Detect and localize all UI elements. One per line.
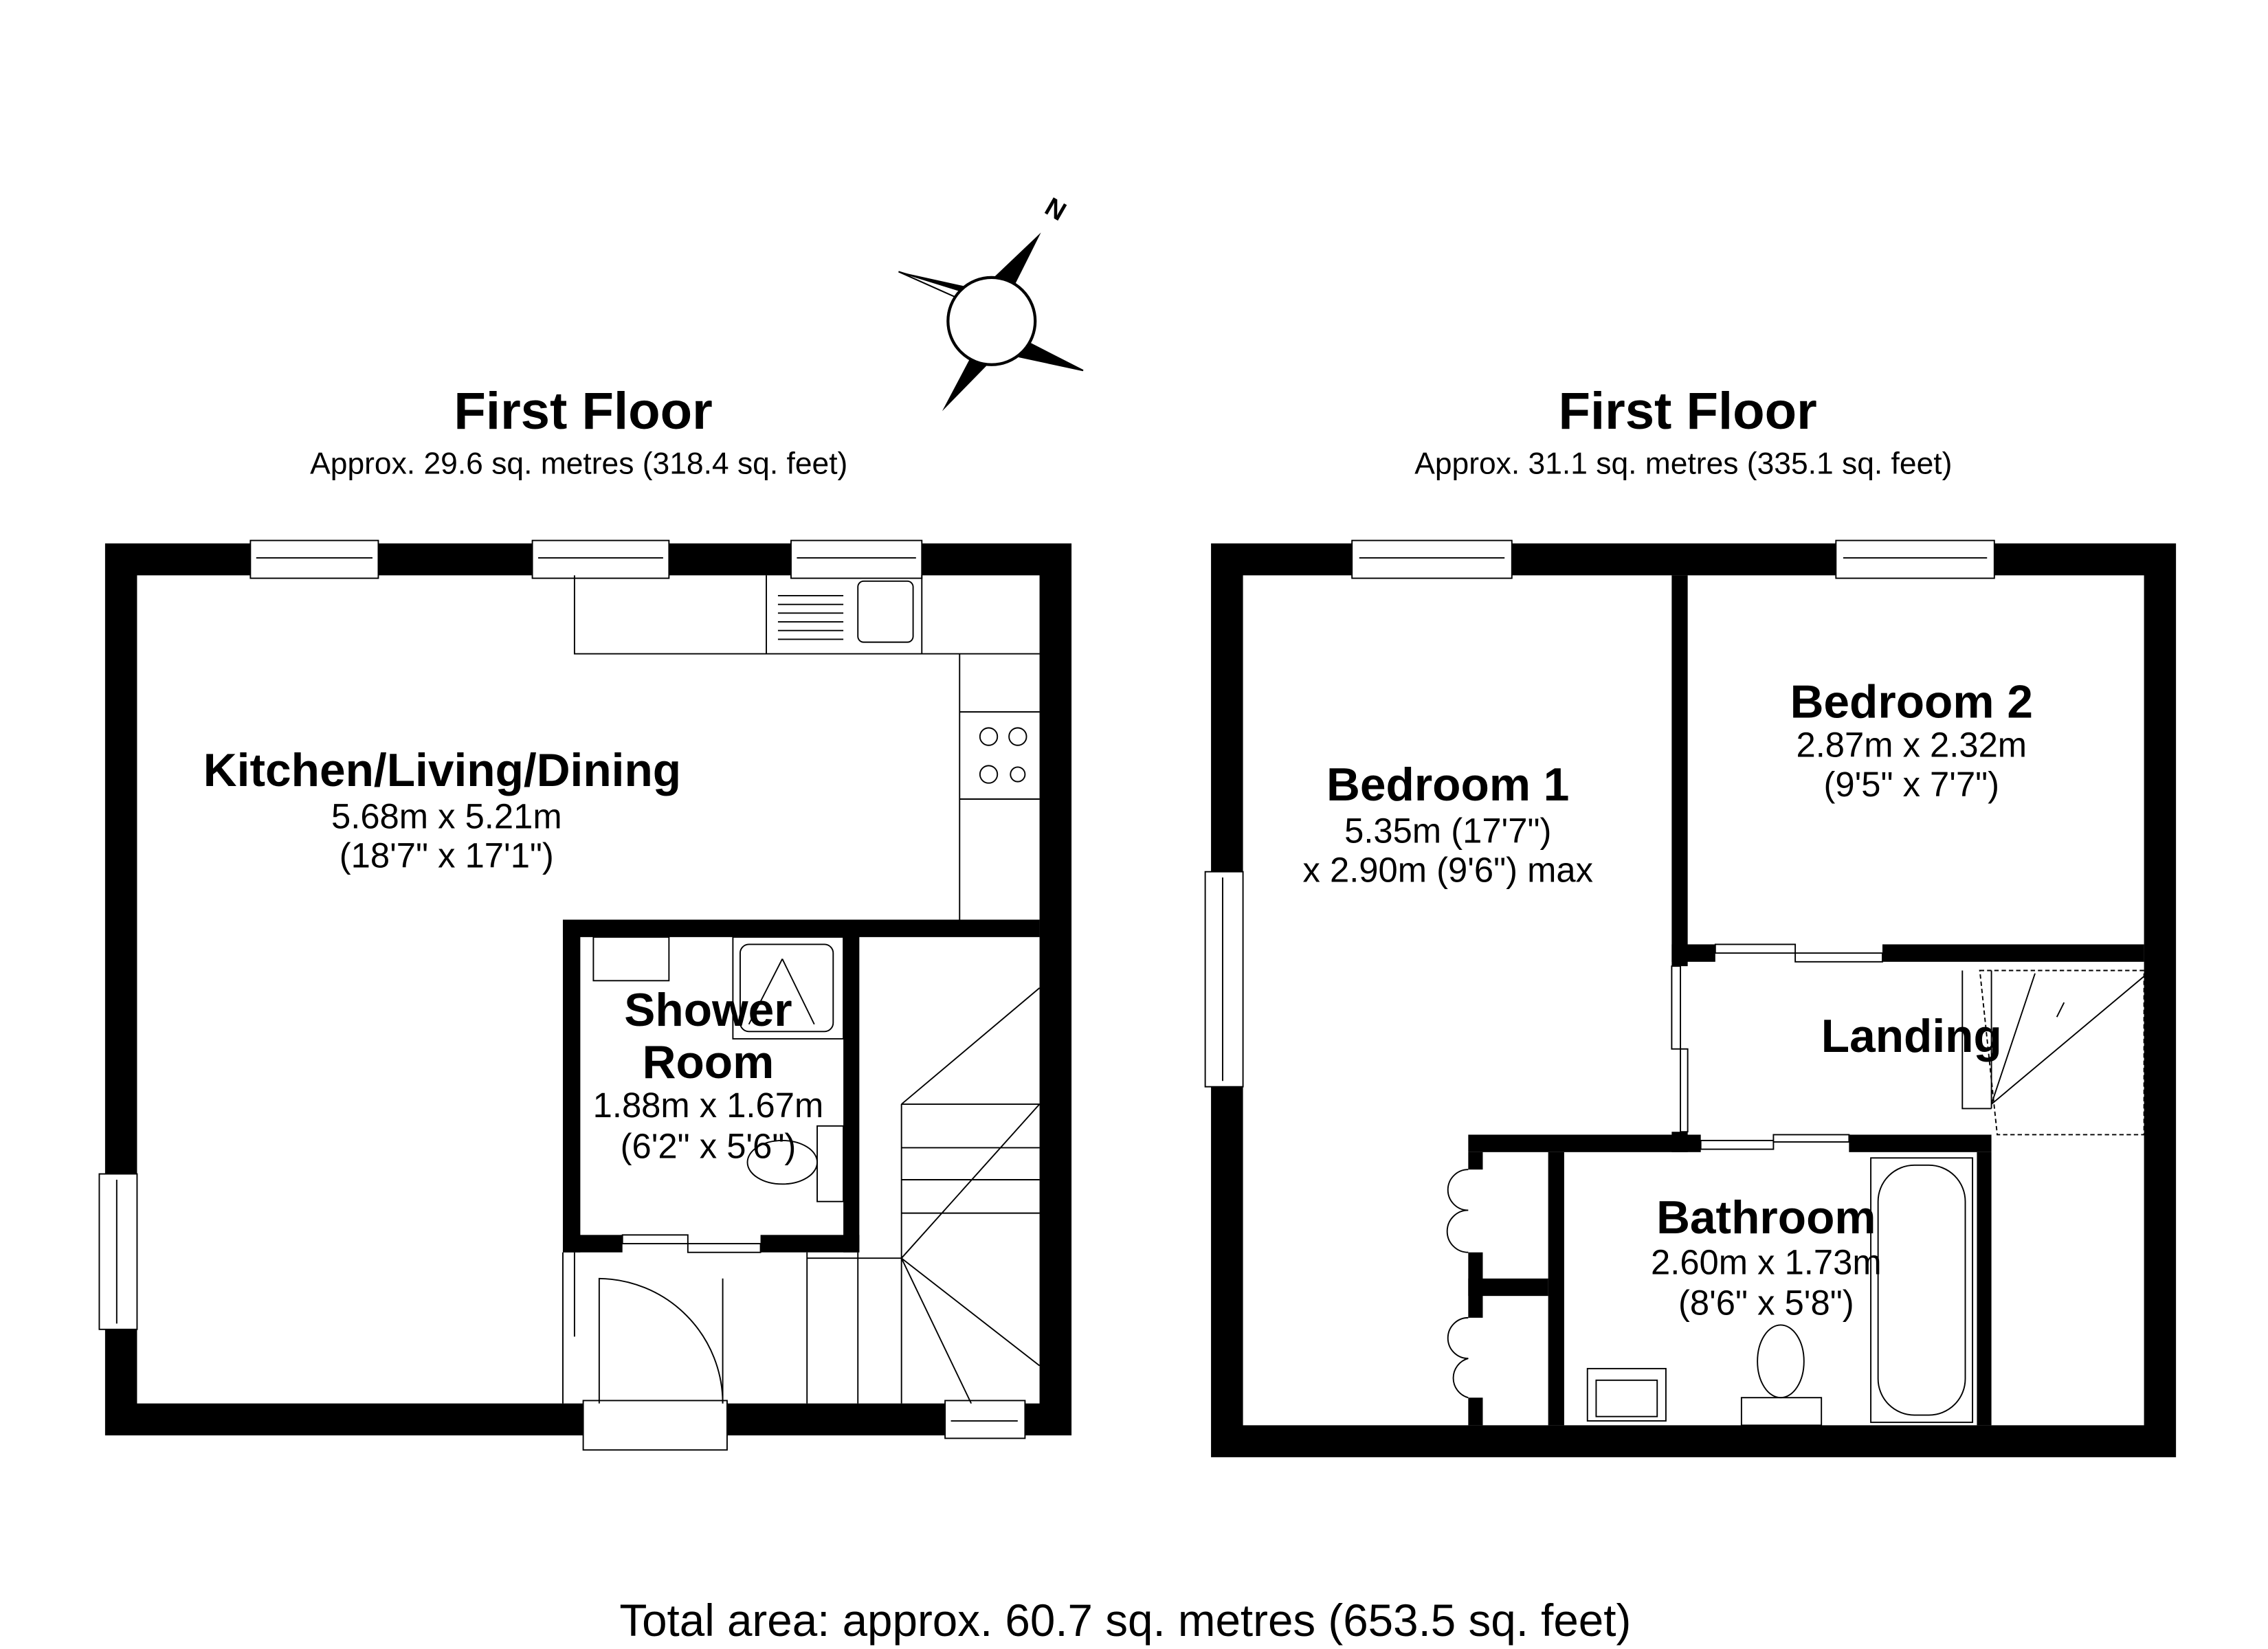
room-dims-bedroom-2-metric: 2.87m x 2.32m: [1796, 726, 2027, 765]
north-label: N: [1040, 192, 1071, 227]
room-name-landing: Landing: [1821, 1011, 2002, 1062]
room-name-shower: Shower: [624, 985, 792, 1036]
room-dims-bedroom-1-a: 5.35m (17'7"): [1344, 811, 1551, 850]
room-dims-bathroom-metric: 2.60m x 1.73m: [1651, 1242, 1882, 1281]
plan-area-right: Approx. 31.1 sq. metres (335.1 sq. feet): [1414, 447, 1952, 480]
room-dims-bathroom-imperial: (8'6" x 5'8"): [1678, 1283, 1854, 1323]
room-dims-bedroom-1-b: x 2.90m (9'6") max: [1303, 851, 1593, 890]
compass-icon: N: [898, 192, 1084, 412]
room-dims-bedroom-2-imperial: (9'5" x 7'7"): [1823, 765, 1999, 804]
left-floor-plan: [98, 539, 1072, 1451]
room-name-bathroom: Bathroom: [1656, 1192, 1876, 1244]
room-name-kitchen: Kitchen/Living/Dining: [203, 745, 681, 796]
room-name-bedroom-1: Bedroom 1: [1326, 759, 1569, 811]
total-area: Total area: approx. 60.7 sq. metres (653…: [619, 1595, 1631, 1646]
plan-title-right: First Floor: [1558, 382, 1816, 440]
room-dims-kitchen-metric: 5.68m x 5.21m: [331, 796, 562, 835]
room-dims-shower-metric: 1.88m x 1.67m: [593, 1086, 824, 1125]
room-dims-shower-imperial: (6'2" x 5'6"): [621, 1126, 797, 1165]
plan-title-left: First Floor: [454, 382, 712, 440]
room-name-bedroom-2: Bedroom 2: [1790, 677, 2033, 728]
room-name-shower-2: Room: [643, 1037, 775, 1088]
plan-area-left: Approx. 29.6 sq. metres (318.4 sq. feet): [310, 447, 847, 480]
right-floor-plan: [1204, 539, 2177, 1457]
room-dims-kitchen-imperial: (18'7" x 17'1"): [340, 835, 554, 875]
